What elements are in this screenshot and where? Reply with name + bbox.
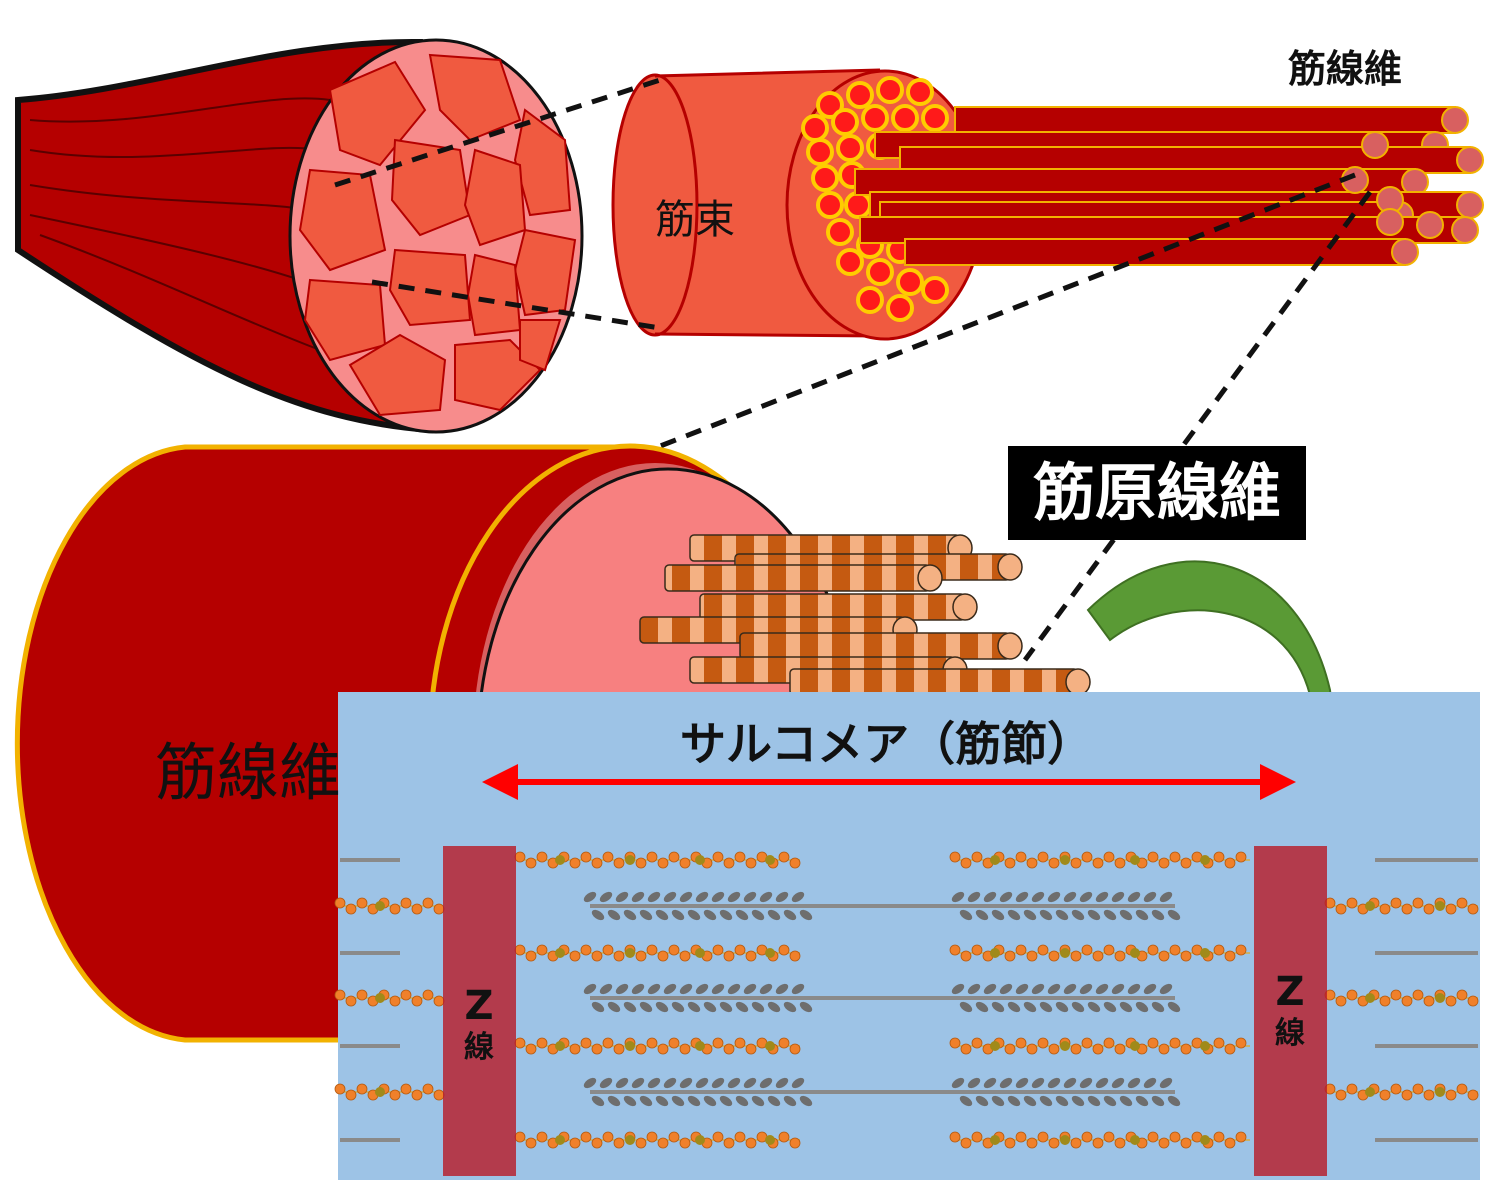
z-line-label-right: Z 線 (1268, 970, 1312, 1054)
myofibril-end (917, 564, 943, 592)
myosin-filament (583, 983, 1181, 1013)
fiber-dot (921, 276, 949, 304)
fiber-dot (801, 114, 829, 142)
zoom-guide-lines (334, 77, 1373, 662)
fiber-dot (836, 134, 864, 162)
fiber-dot (876, 76, 904, 104)
actin-filament (514, 1131, 801, 1149)
muscle-fiber-end (1361, 131, 1389, 159)
sarcomere-panel (334, 692, 1480, 1180)
actin-filament (949, 851, 1250, 869)
z-line-kanji: 線 (464, 1030, 494, 1065)
fiber-dot (811, 164, 839, 192)
fiber-dot (866, 258, 894, 286)
fiber-dot (844, 191, 872, 219)
actin-filament (334, 897, 445, 915)
fiber-dot (826, 218, 854, 246)
fiber-dot (886, 294, 914, 322)
z-line-letter: Z (464, 983, 494, 1029)
muscle-fiber-end (1456, 146, 1484, 174)
actin-filament (1324, 1083, 1479, 1101)
actin-filament (949, 1131, 1250, 1149)
sarcomere-label: サルコメア（筋節） (680, 717, 1094, 771)
fiber-dot (896, 268, 924, 296)
muscle-fiber-rod (954, 106, 1456, 134)
muscle-fiber-label-top: 筋線維 (1288, 47, 1403, 91)
muscle-cross-section (288, 38, 584, 434)
myofibril-end (952, 593, 978, 621)
myofibril-label: 筋原線維 (1008, 446, 1306, 540)
muscle-fiber-end (1456, 191, 1484, 219)
myofibril-bundle (639, 534, 1091, 696)
fiber-dot (846, 81, 874, 109)
actin-filament (949, 944, 1250, 962)
z-line-kanji: 線 (1275, 1016, 1305, 1051)
myofibril-rod (699, 593, 966, 621)
myofibril-end (997, 553, 1023, 581)
fiber-dot (816, 91, 844, 119)
muscle-fiber-end (1376, 208, 1404, 236)
z-band-left (443, 846, 516, 1176)
fiber-dot (836, 248, 864, 276)
muscle-fiber-end (1416, 211, 1444, 239)
actin-filament (514, 851, 801, 869)
filament-rows (334, 851, 1479, 1149)
z-band-right (1254, 846, 1327, 1176)
myofibril-rod (739, 632, 1011, 660)
actin-filament (514, 944, 801, 962)
fiber-dot (891, 104, 919, 132)
fiber-dot (816, 191, 844, 219)
actin-filament (514, 1037, 801, 1055)
muscle-fiber-label-big: 筋線維 (155, 736, 342, 809)
fiber-dot (856, 286, 884, 314)
fiber-dot (906, 78, 934, 106)
myofibril-rod (664, 564, 931, 592)
actin-filament (1324, 989, 1479, 1007)
z-line-letter: Z (1275, 969, 1305, 1015)
myosin-filament (583, 891, 1181, 921)
actin-filament (334, 1083, 445, 1101)
fiber-dot (806, 138, 834, 166)
muscle-fiber-end (1441, 106, 1469, 134)
fiber-dot (861, 104, 889, 132)
z-line-label-left: Z 線 (457, 984, 501, 1068)
muscle-fiber-end (1391, 238, 1419, 266)
myofibril-end (1065, 668, 1091, 696)
muscle-fiber-end (1451, 216, 1479, 244)
myofibril-end (997, 632, 1023, 660)
actin-filament (334, 989, 445, 1007)
myofibril-rod (789, 668, 1079, 696)
muscle-fiber-bundle (854, 106, 1484, 266)
fiber-dot (831, 108, 859, 136)
actin-filament (1324, 897, 1479, 915)
myosin-filament (583, 1077, 1181, 1107)
actin-filament (949, 1037, 1250, 1055)
fiber-dot (921, 104, 949, 132)
fascicle-label: 筋束 (655, 197, 735, 243)
